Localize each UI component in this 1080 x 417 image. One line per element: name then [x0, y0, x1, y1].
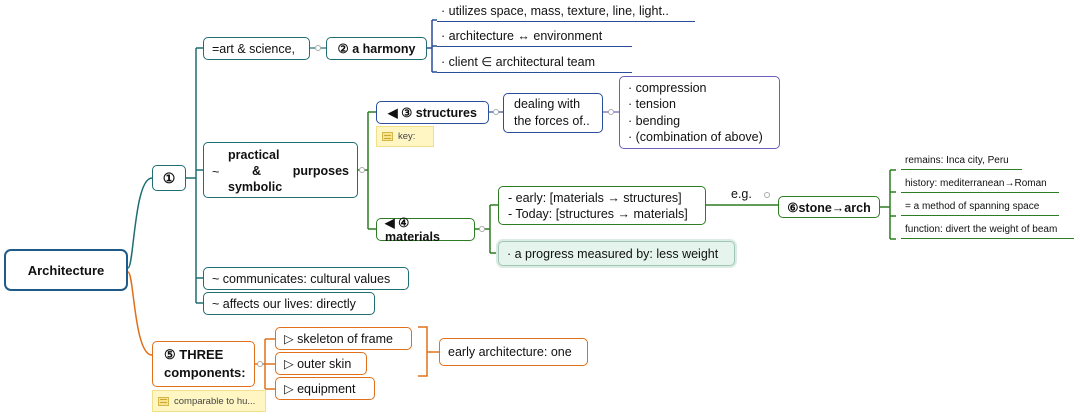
communicates-label: ~ communicates: cultural values — [212, 271, 391, 286]
art-science-node[interactable]: =art & science, — [203, 37, 310, 60]
purposes-node[interactable]: ~ practical & purposes symbolic — [203, 142, 358, 198]
dealing-line1: dealing with — [514, 97, 581, 111]
harmony-item[interactable]: · utilizes space, mass, texture, line, l… — [437, 2, 695, 22]
component-item[interactable]: ▷ skeleton of frame — [275, 327, 412, 350]
branch1-marker: ① — [162, 169, 176, 186]
component-item-label: ▷ skeleton of frame — [284, 332, 393, 346]
force-item: · (combination of above) — [628, 130, 763, 144]
arch-item-label: = a method of spanning space — [905, 201, 1040, 212]
harmony-item-label: · utilizes space, mass, texture, line, l… — [441, 4, 669, 18]
harmony-item-label: · architecture ↔ environment — [441, 29, 603, 43]
purposes-word-ampersand: & — [252, 164, 262, 178]
progress-node[interactable]: · a progress measured by: less weight — [498, 241, 735, 266]
arch-item[interactable]: remains: Inca city, Peru — [901, 152, 1022, 170]
purposes-word-purposes: purposes — [292, 164, 349, 178]
stone-arch-label: ⑥stone→arch — [787, 200, 871, 215]
early-today-node[interactable]: - early: [materials → structures] - Toda… — [498, 186, 706, 225]
root-node[interactable]: Architecture — [4, 249, 128, 291]
branch1-node[interactable]: ① — [152, 165, 186, 191]
component-item[interactable]: ▷ outer skin — [275, 352, 367, 375]
component-item-label: ▷ equipment — [284, 382, 356, 396]
purposes-word-symbolic: symbolic — [228, 180, 283, 194]
root-label: Architecture — [27, 262, 105, 278]
harmony-node[interactable]: ② a harmony — [326, 37, 427, 60]
branch2-note-label: comparable to hu... — [174, 395, 256, 407]
early-label: - early: [materials → structures] — [508, 190, 682, 205]
structures-label: ◀ ③ structures — [388, 106, 477, 120]
branch2-line1: ⑤ THREE — [164, 347, 224, 362]
eg-label: e.g. — [731, 186, 763, 202]
harmony-item[interactable]: · architecture ↔ environment — [437, 27, 632, 47]
force-item: · tension — [628, 97, 676, 111]
structures-note-label: key: — [398, 131, 416, 142]
eg-text: e.g. — [731, 187, 752, 201]
communicates-node[interactable]: ~ communicates: cultural values — [203, 267, 409, 290]
forces-node[interactable]: · compression · tension · bending · (com… — [619, 76, 780, 149]
arch-item[interactable]: = a method of spanning space — [901, 198, 1059, 216]
structures-note[interactable]: key: — [376, 126, 434, 147]
dealing-node[interactable]: dealing with the forces of.. — [503, 93, 603, 133]
affects-label: ~ affects our lives: directly — [212, 296, 356, 311]
harmony-label: ② a harmony — [337, 42, 416, 56]
note-icon — [158, 396, 169, 406]
materials-label: ◀ ④ materials — [385, 216, 440, 244]
harmony-item-label: · client ∈ architectural team — [441, 55, 595, 69]
arch-item-label: history: mediterranean→Roman — [905, 178, 1047, 189]
note-icon — [382, 132, 393, 141]
force-item: · compression — [628, 80, 707, 95]
arch-item[interactable]: history: mediterranean→Roman — [901, 175, 1059, 193]
dealing-line2: the forces of.. — [514, 114, 590, 128]
purposes-word-practical: practical — [228, 148, 280, 162]
arch-item[interactable]: function: divert the weight of beam — [901, 221, 1074, 239]
branch2-note[interactable]: comparable to hu... — [152, 390, 266, 412]
arch-item-label: function: divert the weight of beam — [905, 224, 1058, 235]
structures-node[interactable]: ◀ ③ structures — [376, 101, 489, 124]
component-item[interactable]: ▷ equipment — [275, 377, 375, 400]
arch-item-label: remains: Inca city, Peru — [905, 155, 1009, 166]
branch2-node[interactable]: ⑤ THREE components: — [152, 341, 255, 387]
summary-label: early architecture: one — [448, 345, 572, 359]
harmony-item[interactable]: · client ∈ architectural team — [437, 53, 632, 73]
component-item-label: ▷ outer skin — [284, 357, 352, 371]
materials-node[interactable]: ◀ ④ materials — [376, 216, 475, 244]
summary-node[interactable]: early architecture: one — [439, 338, 588, 366]
purposes-tilde: ~ — [212, 165, 220, 179]
affects-node[interactable]: ~ affects our lives: directly — [203, 292, 375, 315]
today-label: - Today: [structures → materials] — [508, 206, 688, 221]
art-science-label: =art & science, — [212, 41, 296, 56]
force-item: · bending — [628, 113, 681, 128]
branch2-line2: components: — [164, 365, 246, 380]
progress-label: · a progress measured by: less weight — [507, 246, 719, 261]
stone-arch-node[interactable]: ⑥stone→arch — [778, 196, 880, 218]
